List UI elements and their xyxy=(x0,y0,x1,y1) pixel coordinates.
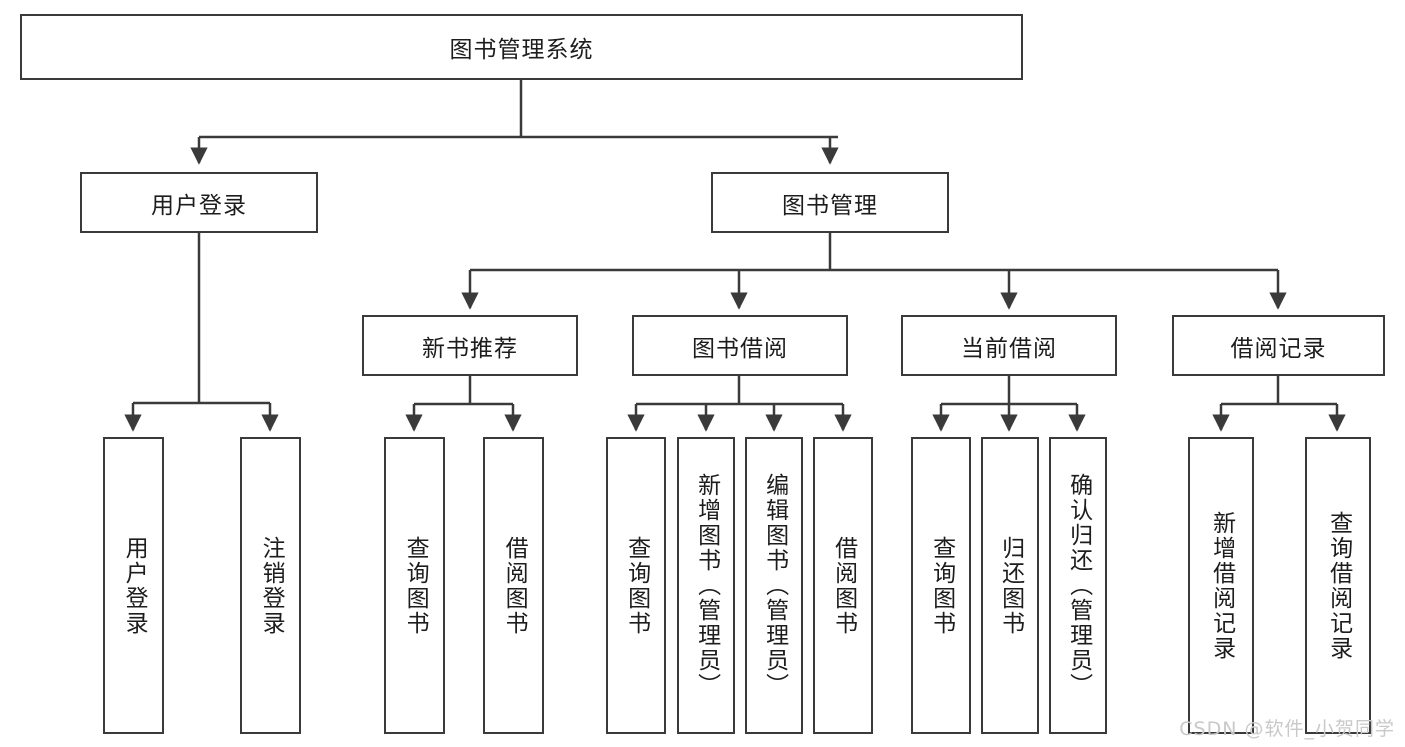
node-book-management[interactable]: 图书管理 xyxy=(711,172,949,233)
node-label: 借阅记录 xyxy=(1230,335,1327,362)
node-label: 新增图书（管理员） xyxy=(693,473,720,698)
leaf-borrow-borrow-book[interactable]: 借阅图书 xyxy=(813,437,873,734)
leaf-record-add-borrow-record[interactable]: 新增借阅记录 xyxy=(1188,437,1254,734)
node-label: 用户登录 xyxy=(121,535,148,636)
node-label: 借阅图书 xyxy=(501,535,528,636)
node-label: 借阅图书 xyxy=(830,535,857,636)
leaf-borrow-edit-book-admin[interactable]: 编辑图书（管理员） xyxy=(745,437,803,734)
leaf-user-login-login[interactable]: 用户登录 xyxy=(103,437,164,734)
leaf-new-book-query[interactable]: 查询图书 xyxy=(384,437,445,734)
leaf-borrow-add-book-admin[interactable]: 新增图书（管理员） xyxy=(677,437,735,734)
leaf-record-query-borrow-record[interactable]: 查询借阅记录 xyxy=(1305,437,1371,734)
leaf-current-return-book[interactable]: 归还图书 xyxy=(981,437,1039,734)
node-label: 确认归还（管理员） xyxy=(1065,473,1092,698)
node-label: 新增借阅记录 xyxy=(1208,510,1235,661)
node-label: 图书管理 xyxy=(782,192,878,219)
node-label: 查询借阅记录 xyxy=(1325,510,1352,661)
node-label: 查询图书 xyxy=(402,535,429,636)
node-label: 编辑图书（管理员） xyxy=(761,473,788,698)
node-label: 查询图书 xyxy=(928,535,955,636)
node-label: 图书借阅 xyxy=(692,335,788,362)
leaf-user-login-logout[interactable]: 注销登录 xyxy=(240,437,301,734)
node-borrow-record[interactable]: 借阅记录 xyxy=(1172,315,1385,376)
node-new-book-recommend[interactable]: 新书推荐 xyxy=(362,315,578,376)
node-label: 查询图书 xyxy=(623,535,650,636)
leaf-new-book-borrow[interactable]: 借阅图书 xyxy=(483,437,544,734)
node-label: 归还图书 xyxy=(997,535,1024,636)
node-label: 图书管理系统 xyxy=(449,37,594,63)
node-label: 当前借阅 xyxy=(961,335,1057,362)
leaf-borrow-query-book[interactable]: 查询图书 xyxy=(606,437,666,734)
node-label: 用户登录 xyxy=(151,192,247,219)
leaf-current-query-book[interactable]: 查询图书 xyxy=(911,437,971,734)
node-label: 新书推荐 xyxy=(422,335,518,362)
leaf-current-confirm-return-admin[interactable]: 确认归还（管理员） xyxy=(1049,437,1107,734)
node-user-login[interactable]: 用户登录 xyxy=(80,172,318,233)
node-label: 注销登录 xyxy=(258,535,285,636)
node-root-library-system[interactable]: 图书管理系统 xyxy=(20,14,1023,80)
node-book-borrow[interactable]: 图书借阅 xyxy=(632,315,848,376)
node-current-borrow[interactable]: 当前借阅 xyxy=(901,315,1117,376)
